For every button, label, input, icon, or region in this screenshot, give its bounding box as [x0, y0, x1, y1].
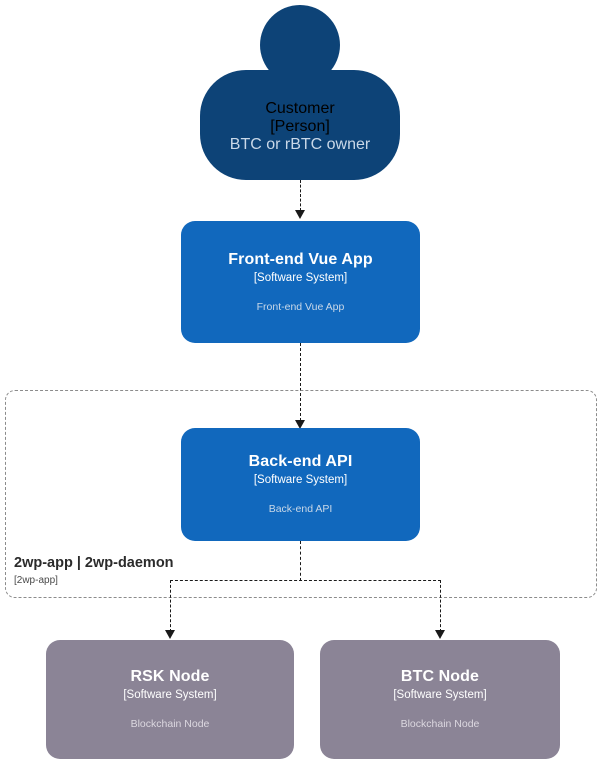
node-type: [Software System] [123, 689, 217, 702]
arrowhead-customer-to-frontend [294, 210, 305, 219]
boundary-name: 2wp-app | 2wp-daemon [14, 555, 174, 571]
person-body: Customer [Person] BTC or rBTC owner [200, 70, 400, 180]
boundary-2wp-app [5, 390, 597, 598]
node-type: [Software System] [253, 271, 348, 284]
node-title: Back-end API [248, 453, 353, 471]
node-title: RSK Node [130, 668, 210, 686]
node-description: BTC or rBTC owner [229, 136, 371, 153]
connector-customer-to-frontend [300, 180, 301, 211]
node-customer[interactable]: Customer [Person] BTC or rBTC owner [200, 5, 400, 180]
node-rsk-node[interactable]: RSK Node [Software System] Blockchain No… [46, 640, 294, 759]
node-type: [Software System] [253, 474, 348, 487]
node-title: BTC Node [400, 668, 480, 686]
node-type: [Person] [270, 118, 330, 135]
connector-backend-to-rsk [170, 580, 171, 632]
node-type: [Software System] [393, 689, 487, 702]
node-description: Blockchain Node [400, 718, 480, 731]
connector-backend-to-btc [440, 580, 441, 632]
node-frontend-vue-app[interactable]: Front-end Vue App [Software System] Fron… [181, 221, 420, 343]
node-title: Customer [265, 100, 335, 117]
node-backend-api[interactable]: Back-end API [Software System] Back-end … [181, 428, 420, 541]
connector-backend-trunk [300, 541, 301, 581]
arrowhead-backend-to-rsk [164, 630, 175, 639]
node-title: Front-end Vue App [228, 250, 373, 268]
node-description: Back-end API [268, 503, 333, 516]
node-btc-node[interactable]: BTC Node [Software System] Blockchain No… [320, 640, 560, 759]
node-description: Blockchain Node [130, 718, 210, 731]
node-description: Front-end Vue App [256, 300, 345, 313]
arrowhead-backend-to-btc [434, 630, 445, 639]
arrowhead-frontend-to-backend [294, 420, 305, 429]
boundary-label: 2wp-app | 2wp-daemon [2wp-app] [14, 555, 174, 587]
boundary-type: [2wp-app] [14, 575, 58, 587]
connector-backend-fork [170, 580, 441, 581]
connector-frontend-to-backend [300, 343, 301, 421]
